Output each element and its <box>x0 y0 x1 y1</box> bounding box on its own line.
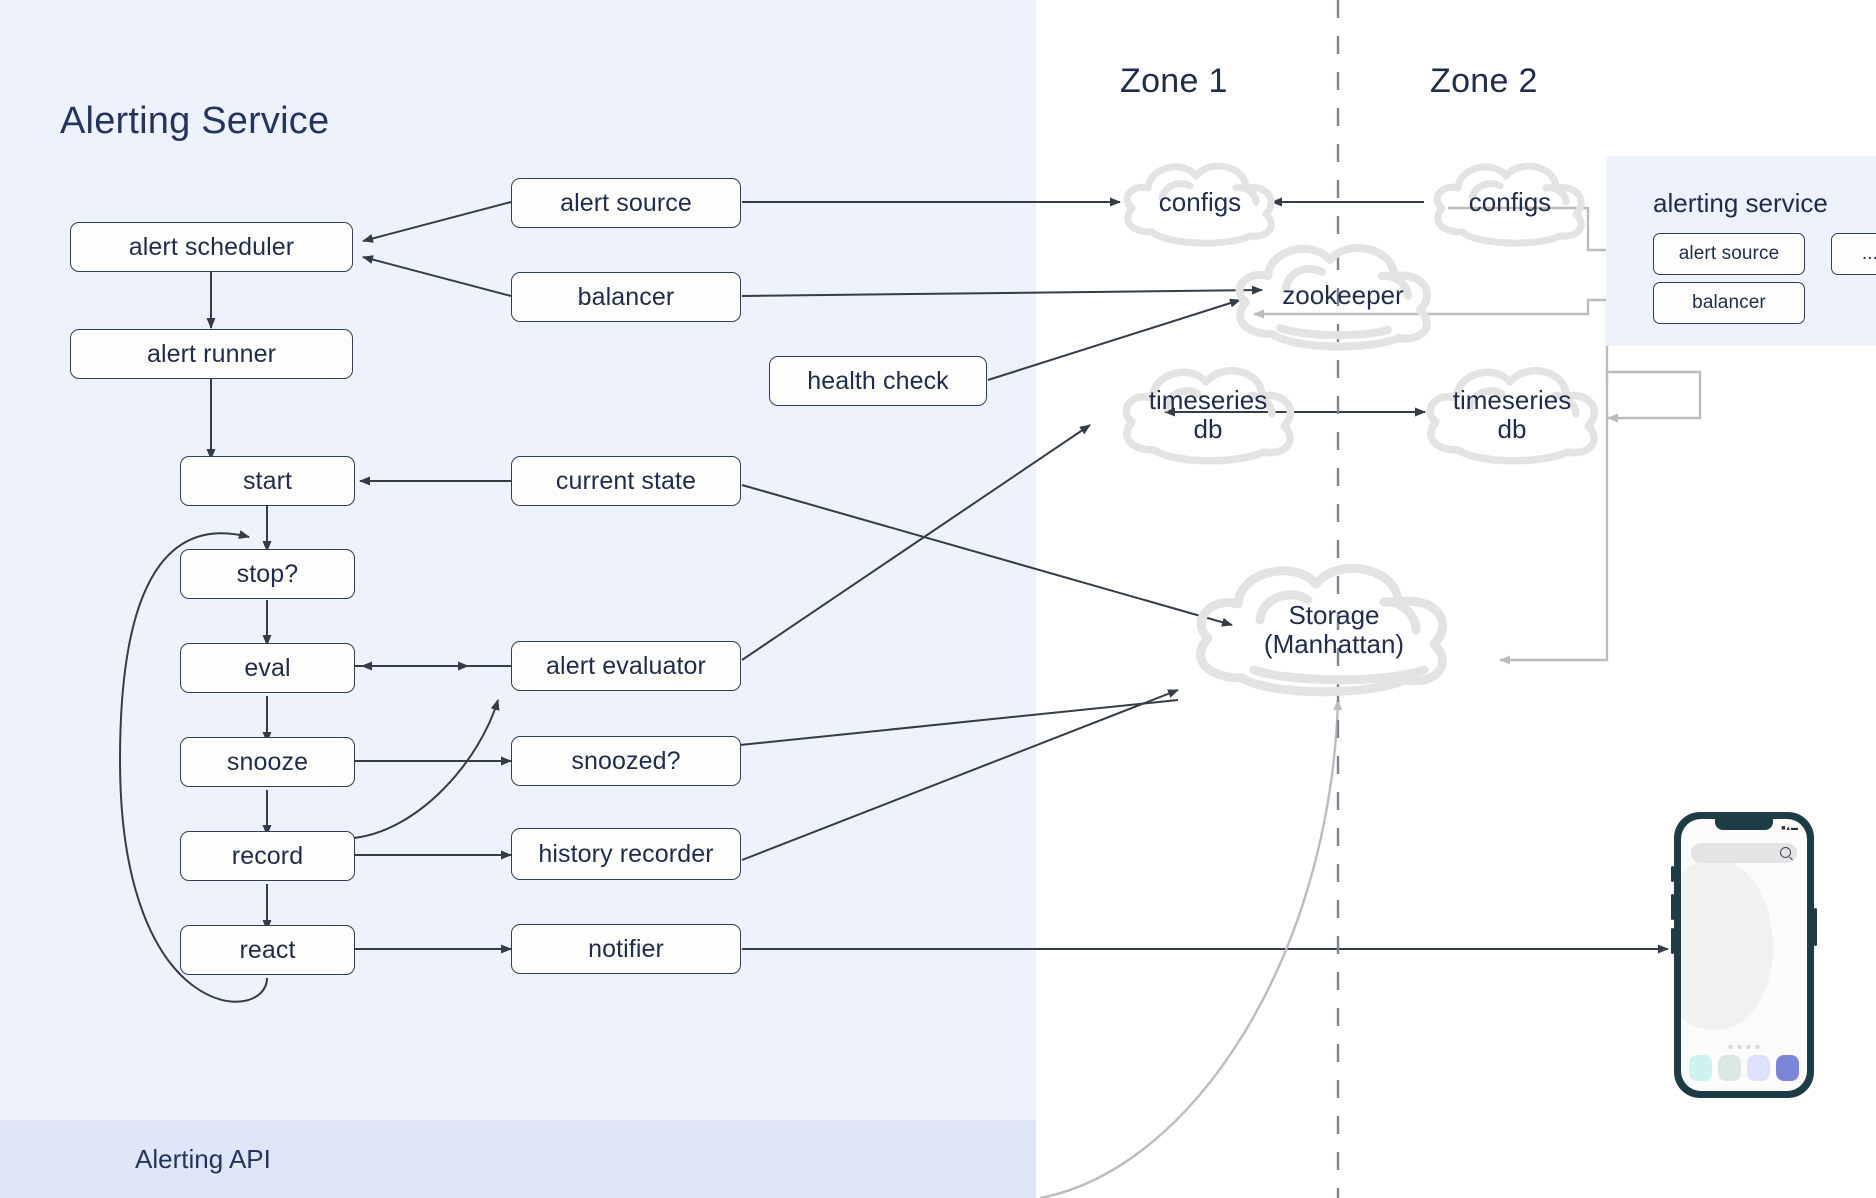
cloud-timeseries-db-zone1: timeseries db <box>1108 356 1308 474</box>
node-alert-scheduler[interactable]: alert scheduler <box>70 222 353 272</box>
node-eval[interactable]: eval <box>180 643 355 693</box>
page-indicator-dots <box>1728 1045 1760 1049</box>
phone-mute-button[interactable] <box>1671 866 1674 882</box>
zone-1-title: Zone 1 <box>1120 62 1228 100</box>
node-alert-evaluator[interactable]: alert evaluator <box>511 641 741 691</box>
node-snoozed[interactable]: snoozed? <box>511 736 741 786</box>
dock-app-icon-2[interactable] <box>1718 1055 1741 1081</box>
cloud-zookeeper-label: zookeeper <box>1282 280 1404 311</box>
phone-power-button[interactable] <box>1814 908 1817 946</box>
node-alert-runner[interactable]: alert runner <box>70 329 353 379</box>
alerting-api-panel <box>0 1120 1036 1198</box>
node-remote-alert-source[interactable]: alert source <box>1653 233 1805 275</box>
node-stop[interactable]: stop? <box>180 549 355 599</box>
phone-search-input[interactable] <box>1691 843 1797 863</box>
wallpaper-circle <box>1725 923 1769 967</box>
page-dot <box>1737 1045 1742 1049</box>
cloud-configs-zone1: configs <box>1110 150 1290 255</box>
alerting-api-title: Alerting API <box>135 1144 271 1174</box>
search-icon <box>1780 847 1791 858</box>
cloud-timeseries-db-zone1-label: timeseries db <box>1148 384 1268 444</box>
node-remote-more[interactable]: ... <box>1831 233 1876 275</box>
page-dot <box>1755 1045 1760 1049</box>
zone-2-title: Zone 2 <box>1430 62 1538 100</box>
node-history-recorder[interactable]: history recorder <box>511 828 741 880</box>
cloud-zookeeper: zookeeper <box>1218 232 1456 360</box>
phone-dock <box>1689 1055 1799 1081</box>
node-notifier[interactable]: notifier <box>511 924 741 974</box>
node-record[interactable]: record <box>180 831 355 881</box>
remote-alerting-service-title: alerting service <box>1653 188 1828 218</box>
phone-screen: ■▴▬ <box>1681 819 1807 1091</box>
node-start[interactable]: start <box>180 456 355 506</box>
node-snooze[interactable]: snooze <box>180 737 355 787</box>
phone-volume-up-button[interactable] <box>1671 894 1674 920</box>
node-current-state[interactable]: current state <box>511 456 741 506</box>
cloud-timeseries-db-zone2: timeseries db <box>1412 356 1612 474</box>
dock-app-icon-3[interactable] <box>1747 1055 1770 1081</box>
node-remote-balancer[interactable]: balancer <box>1653 282 1805 324</box>
status-bar-icons: ■▴▬ <box>1781 825 1799 832</box>
node-balancer[interactable]: balancer <box>511 272 741 322</box>
cloud-configs-zone2: configs <box>1420 150 1600 255</box>
cloud-storage-manhattan: Storage (Manhattan) <box>1176 550 1492 710</box>
cloud-configs-zone1-label: configs <box>1158 186 1242 217</box>
phone-notch <box>1715 819 1773 830</box>
dock-app-icon-4[interactable] <box>1776 1055 1799 1081</box>
page-dot <box>1746 1045 1751 1049</box>
phone-volume-down-button[interactable] <box>1671 928 1674 954</box>
cloud-timeseries-db-zone2-label: timeseries db <box>1452 384 1572 444</box>
mobile-device[interactable]: ■▴▬ <box>1671 812 1817 1098</box>
node-health-check[interactable]: health check <box>769 356 987 406</box>
dock-app-icon-1[interactable] <box>1689 1055 1712 1081</box>
page-dot <box>1728 1045 1733 1049</box>
cloud-storage-manhattan-label: Storage (Manhattan) <box>1263 599 1405 659</box>
page-title: Alerting Service <box>60 100 330 142</box>
node-react[interactable]: react <box>180 925 355 975</box>
node-alert-source[interactable]: alert source <box>511 178 741 228</box>
cloud-configs-zone2-label: configs <box>1468 186 1552 217</box>
